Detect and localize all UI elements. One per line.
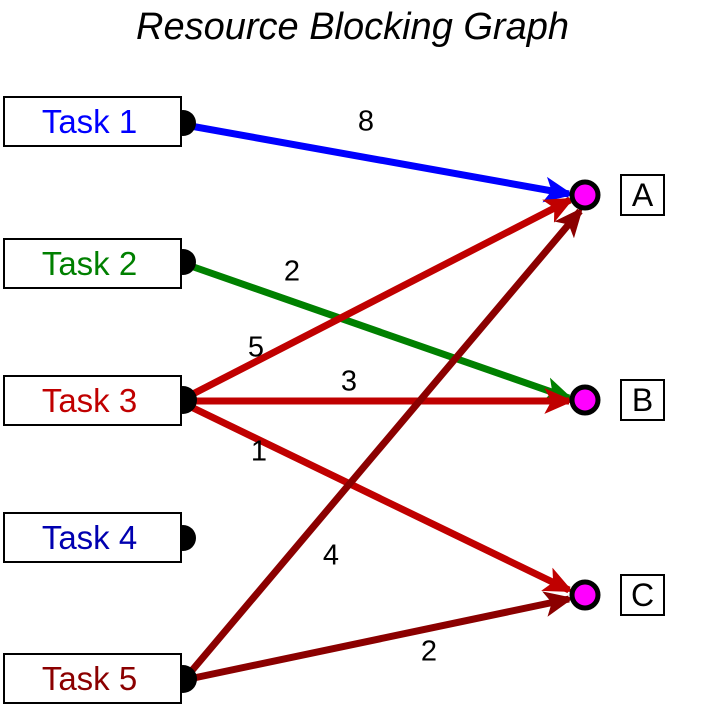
resource-node-resC	[569, 579, 601, 611]
task-label-task1: Task 1	[41, 103, 138, 140]
edge-task2-to-resB	[183, 260, 574, 403]
edge-weight-task3-to-resA: 5	[247, 331, 265, 364]
task-box-task4[interactable]: Task 4	[3, 512, 182, 563]
resource-label-resA: A	[631, 177, 654, 213]
task-box-task2[interactable]: Task 2	[3, 238, 182, 289]
task-label-task2: Task 2	[41, 245, 138, 282]
edge-weight-task2-to-resB: 2	[283, 255, 301, 288]
resource-node-resB	[569, 384, 601, 416]
edge-task5-to-resA	[186, 207, 584, 677]
edge-weight-task1-to-resA: 8	[357, 105, 375, 138]
task-label-task5: Task 5	[41, 660, 138, 697]
edge-task5-to-resC	[188, 591, 574, 683]
task-label-task3: Task 3	[41, 382, 138, 419]
resource-box-resB[interactable]: B	[620, 379, 665, 421]
resource-node-resA	[569, 179, 601, 211]
edge-weight-task5-to-resA: 4	[322, 539, 340, 572]
task-box-task5[interactable]: Task 5	[3, 653, 182, 704]
task-box-task3[interactable]: Task 3	[3, 375, 182, 426]
task-box-task1[interactable]: Task 1	[3, 96, 182, 147]
edge-task3-to-resA	[185, 196, 575, 401]
resource-box-resC[interactable]: C	[620, 574, 665, 616]
edge-weight-task3-to-resB: 3	[340, 365, 358, 398]
edge-task3-to-resC	[185, 401, 574, 594]
page-title: Resource Blocking Graph	[136, 6, 569, 48]
edge-task1-to-resA	[184, 121, 574, 203]
resource-box-resA[interactable]: A	[620, 174, 665, 216]
resource-label-resB: B	[631, 382, 654, 418]
edge-weight-task3-to-resC: 1	[250, 435, 268, 468]
task-label-task4: Task 4	[41, 519, 138, 556]
resource-label-resC: C	[630, 577, 655, 613]
edge-weight-task5-to-resC: 2	[420, 635, 438, 668]
